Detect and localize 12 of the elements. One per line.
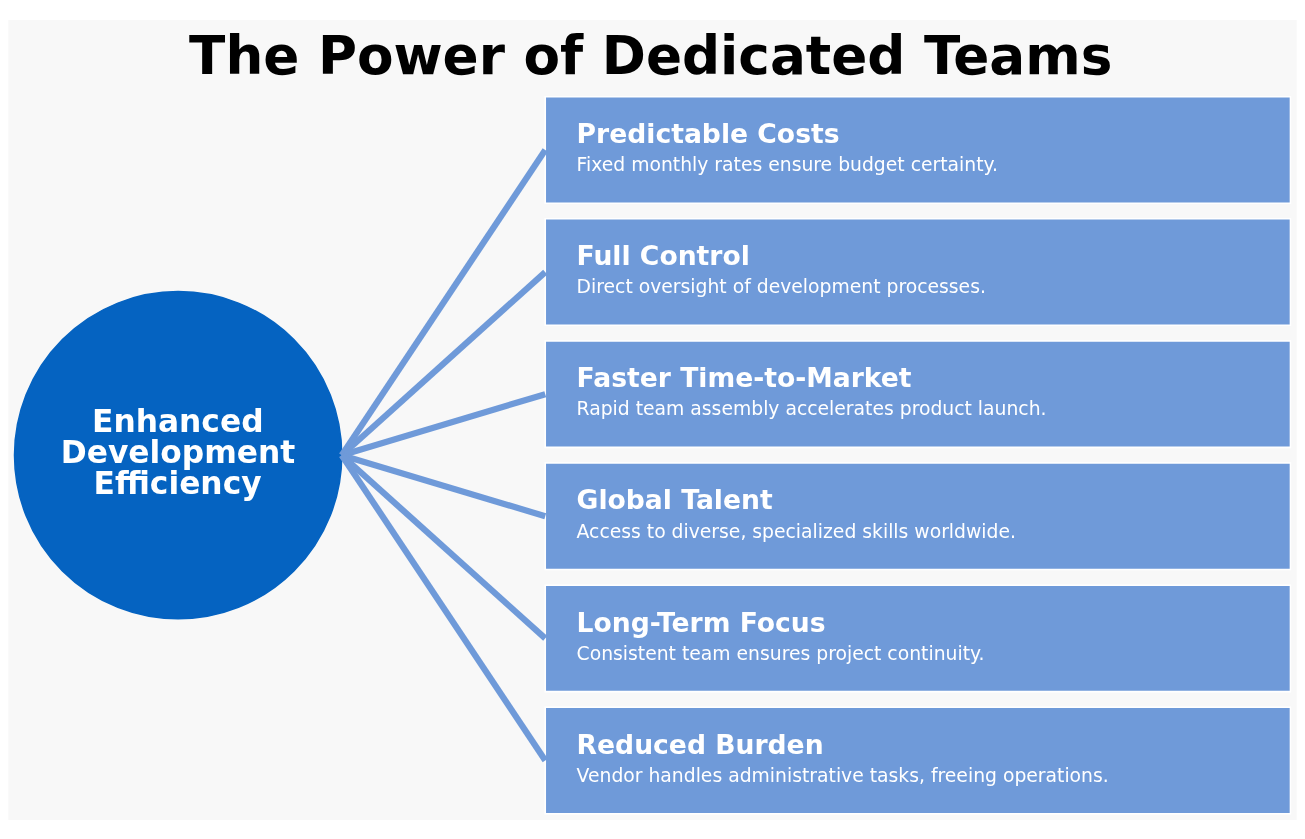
node-box: Reduced Burden Vendor handles administrative tasks, freeing operations. xyxy=(544,706,1292,815)
connector xyxy=(339,147,548,457)
node-box: Predictable Costs Fixed monthly rates ensure budget certainty. xyxy=(544,95,1292,204)
connector xyxy=(339,269,548,458)
diagram-title: The Power of Dedicated Teams xyxy=(189,24,1113,87)
node-box: Faster Time-to-Market Rapid team assembly accelerates product launch. xyxy=(544,339,1292,448)
connector xyxy=(339,452,548,641)
node-box: Long-Term Focus Consistent team ensures project continuity. xyxy=(544,583,1292,692)
node-box: Full Control Direct oversight of development processes. xyxy=(544,217,1292,326)
node-circle: Enhanced Development Efficiency xyxy=(13,290,343,620)
node-box: Global Talent Access to diverse, specialized skills worldwide. xyxy=(544,461,1292,570)
connector xyxy=(339,453,548,762)
